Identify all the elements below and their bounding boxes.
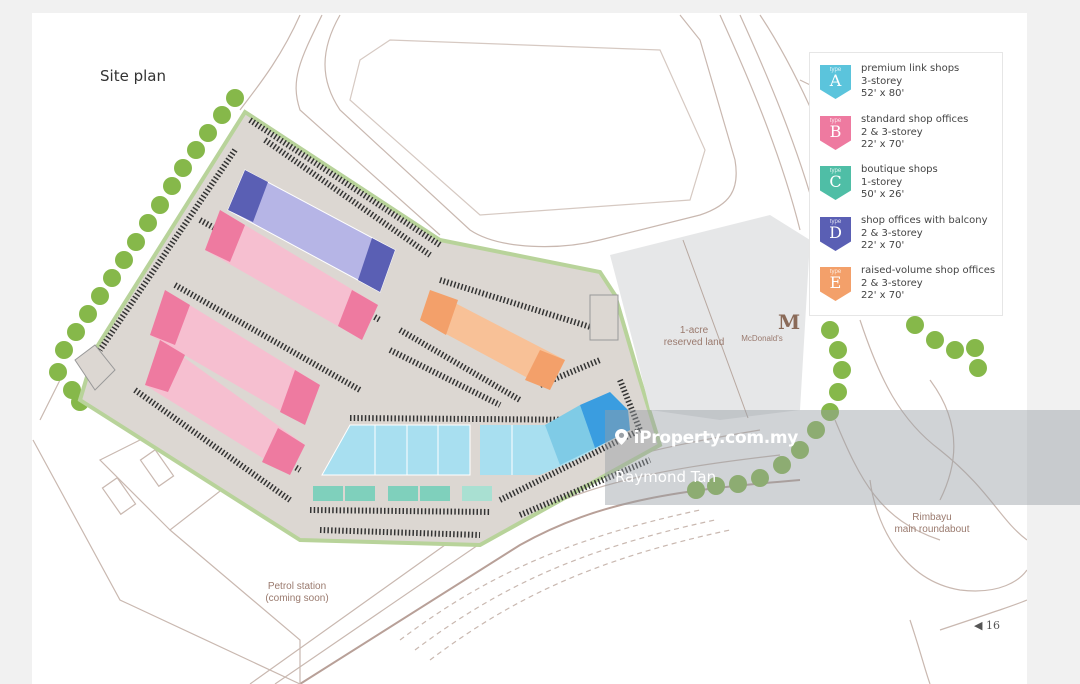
block-type-b [145, 210, 378, 475]
page-title: Site plan [100, 67, 166, 85]
roundabout-line1: Rimbayu [912, 512, 952, 523]
location-pin-icon [615, 429, 628, 445]
block-type-c [313, 486, 492, 501]
legend-size: 22' x 70' [861, 139, 905, 150]
legend-name: premium link shops [861, 63, 960, 74]
tree-line [49, 89, 987, 499]
legend-size: 52' x 80' [861, 88, 905, 99]
legend-item-type-a: type A premium link shops 3-storey 52' x… [820, 63, 1000, 107]
block-type-a [321, 392, 630, 476]
legend-storey: 3-storey [861, 75, 903, 87]
legend-name: raised-volume shop offices [861, 265, 996, 276]
legend-size: 22' x 70' [861, 290, 905, 301]
page-number: ◀ 16 [974, 619, 1000, 632]
type-a-badge-icon: type A [820, 65, 851, 99]
reserved-land-line2: reserved land [663, 337, 725, 348]
page-arrow-icon: ◀ [974, 619, 983, 632]
watermark-user: Raymond Tan [615, 468, 717, 486]
petrol-line1: Petrol station [267, 581, 327, 592]
legend-storey: 1-storey [861, 176, 903, 188]
legend-storey: 2 & 3-storey [861, 227, 923, 239]
block-type-e [420, 290, 565, 390]
type-e-badge-icon: type E [820, 267, 851, 301]
brochure-page: Site plan 1-acre reserved land M McDonal… [32, 13, 1027, 684]
watermark-overlay: iProperty.com.my Raymond Tan [605, 410, 1080, 505]
watermark-brand: iProperty.com.my [615, 428, 798, 448]
legend-name: boutique shops [861, 164, 938, 175]
reserved-land-line1: 1-acre [679, 325, 709, 336]
mcdonalds-logo-icon: M [778, 310, 801, 334]
utility-building-right [589, 294, 619, 341]
legend-item-type-b: type B standard shop offices 2 & 3-store… [820, 114, 1000, 158]
utility-building-left [74, 344, 116, 391]
roundabout-label: Rimbayu main roundabout [884, 512, 980, 536]
legend-size: 50' x 26' [861, 189, 905, 200]
legend-name: standard shop offices [861, 114, 969, 125]
reserved-land-label: 1-acre reserved land [649, 325, 739, 349]
legend-item-type-e: type E raised-volume shop offices 2 & 3-… [820, 265, 1000, 309]
legend-storey: 2 & 3-storey [861, 126, 923, 138]
type-c-badge-icon: type C [820, 166, 851, 200]
block-type-d [227, 169, 396, 293]
legend-item-type-d: type D shop offices with balcony 2 & 3-s… [820, 215, 1000, 259]
type-b-badge-icon: type B [820, 116, 851, 150]
unit-type-legend: type A premium link shops 3-storey 52' x… [809, 52, 1003, 316]
reserved-land [610, 215, 810, 420]
site-plan-map [32, 14, 1027, 684]
legend-size: 22' x 70' [861, 240, 905, 251]
legend-item-type-c: type C boutique shops 1-storey 50' x 26' [820, 164, 1000, 208]
roundabout-line2: main roundabout [894, 524, 970, 535]
petrol-station-label: Petrol station (coming soon) [257, 581, 337, 605]
legend-name: shop offices with balcony [861, 215, 988, 226]
type-d-badge-icon: type D [820, 217, 851, 251]
legend-storey: 2 & 3-storey [861, 277, 923, 289]
mcdonalds-label: McDonald's [741, 334, 783, 343]
petrol-line2: (coming soon) [265, 593, 329, 604]
